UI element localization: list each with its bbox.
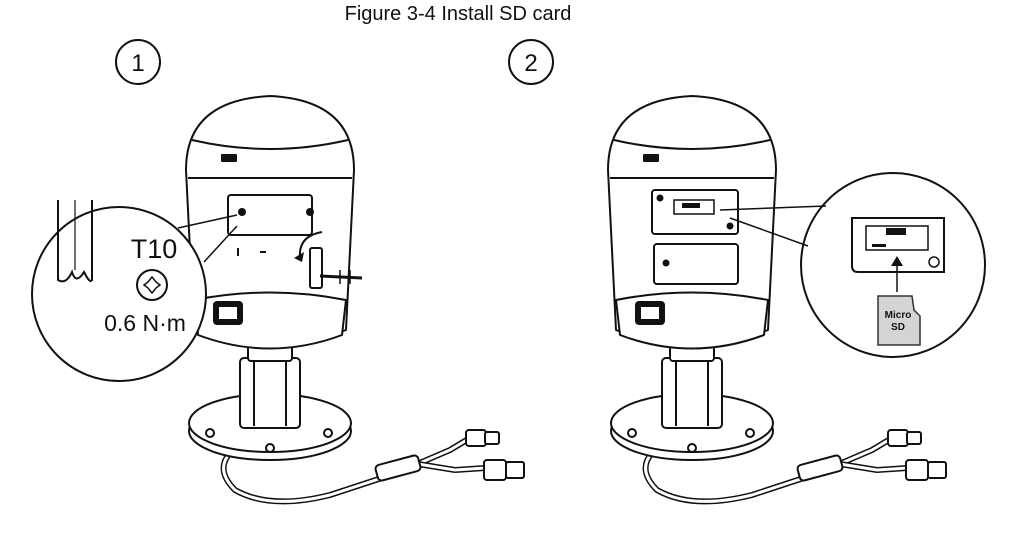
camera-illustration-2 [608, 96, 946, 501]
torx-bit-label: T10 [131, 234, 178, 264]
micro-sd-card [877, 295, 921, 346]
torque-label: 0.6 N·m [104, 310, 186, 336]
step-1-number: 1 [131, 50, 144, 77]
step-1-panel: 1 T10 [31, 39, 524, 501]
figure-caption: Figure 3-4 Install SD card [344, 3, 572, 25]
sd-slot-callout: Micro SD [719, 172, 986, 358]
torx-callout: T10 0.6 N·m [31, 200, 238, 382]
step-2-panel: 2 Micro [508, 39, 986, 501]
camera-illustration-1 [186, 96, 524, 501]
micro-sd-label-line1: Micro [885, 310, 912, 321]
step-2-number: 2 [524, 50, 537, 77]
micro-sd-label-line2: SD [891, 322, 905, 333]
